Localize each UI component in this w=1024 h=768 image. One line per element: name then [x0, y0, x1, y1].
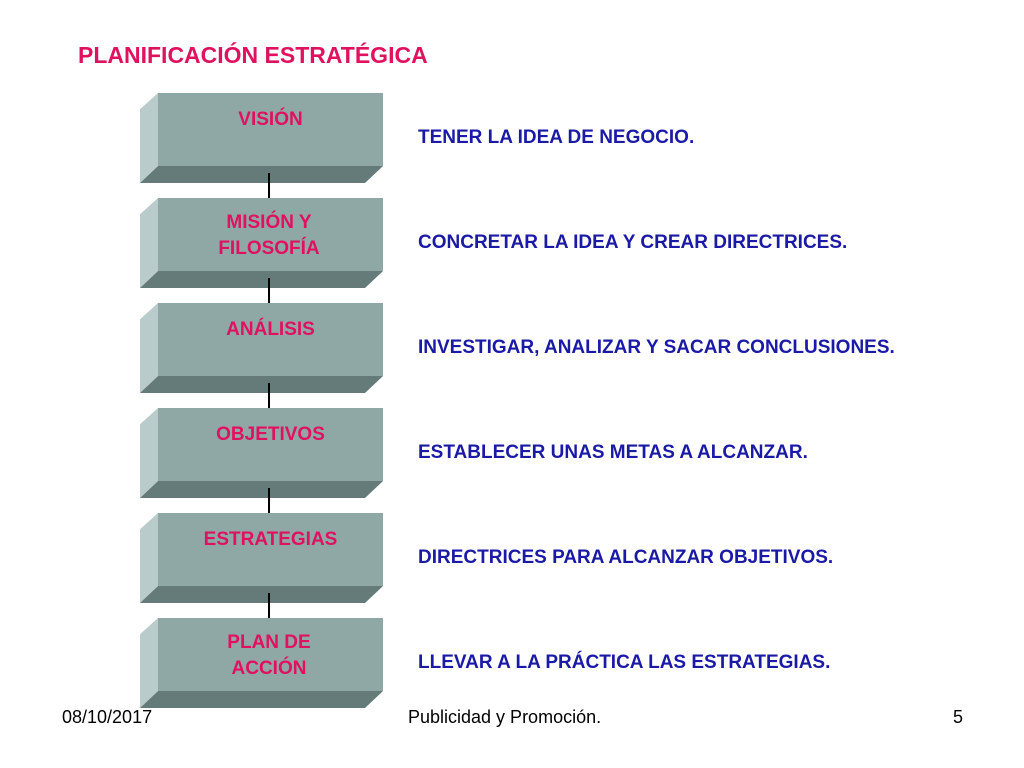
step-box-face — [158, 618, 383, 691]
step-description: TENER LA IDEA DE NEGOCIO. — [418, 127, 695, 148]
step-box-side — [140, 618, 158, 708]
step-box-plan-de-accion: PLAN DE ACCIÓN — [140, 618, 383, 708]
step-label: PLAN DE ACCIÓN — [227, 632, 311, 679]
step-box-face — [158, 303, 383, 376]
step-box-side — [140, 93, 158, 183]
step-label: ANÁLISIS — [226, 319, 315, 340]
step-description: DIRECTRICES PARA ALCANZAR OBJETIVOS. — [418, 547, 834, 568]
step-description: CONCRETAR LA IDEA Y CREAR DIRECTRICES. — [418, 232, 848, 253]
step-box-bottom — [140, 586, 383, 603]
step-box-face — [158, 93, 383, 166]
step-box-face — [158, 198, 383, 271]
step-box-bottom — [140, 481, 383, 498]
page-number: 5 — [953, 707, 964, 727]
step-description: INVESTIGAR, ANALIZAR Y SACAR CONCLUSIONE… — [418, 337, 895, 358]
step-box-vision: VISIÓN — [140, 93, 383, 183]
step-box-bottom — [140, 376, 383, 393]
step-label: ESTRATEGIAS — [203, 529, 338, 550]
step-box-face — [158, 513, 383, 586]
step-box-analisis: ANÁLISIS — [140, 303, 383, 393]
step-box-bottom — [140, 691, 383, 708]
step-label: OBJETIVOS — [216, 424, 325, 445]
step-label: VISIÓN — [238, 109, 303, 130]
step-box-face — [158, 408, 383, 481]
step-box-objetivos: OBJETIVOS — [140, 408, 383, 498]
step-box-side — [140, 303, 158, 393]
step-box-side — [140, 408, 158, 498]
step-box-side — [140, 513, 158, 603]
step-box-side — [140, 198, 158, 288]
step-box-bottom — [140, 166, 383, 183]
page-title: PLANIFICACIÓN ESTRATÉGICA — [78, 42, 428, 68]
step-label: MISIÓN Y FILOSOFÍA — [218, 212, 320, 259]
step-box-estrategias: ESTRATEGIAS — [140, 513, 383, 603]
footer-title: Publicidad y Promoción. — [408, 707, 602, 727]
step-box-mision: MISIÓN Y FILOSOFÍA — [140, 198, 383, 288]
footer-date: 08/10/2017 — [62, 707, 153, 727]
step-description: LLEVAR A LA PRÁCTICA LAS ESTRATEGIAS. — [418, 652, 831, 673]
step-box-bottom — [140, 271, 383, 288]
step-description: ESTABLECER UNAS METAS A ALCANZAR. — [418, 442, 808, 463]
